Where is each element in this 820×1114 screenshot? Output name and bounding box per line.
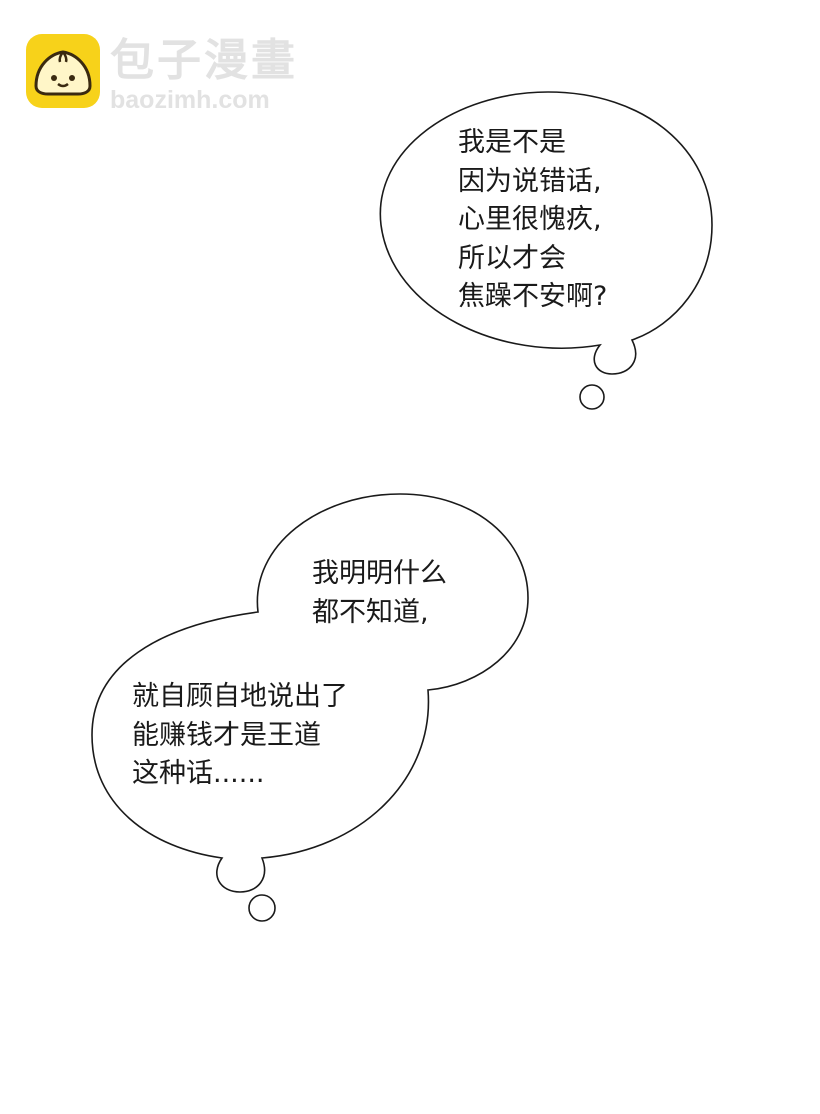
bubble-1-line-5: 焦躁不安啊? bbox=[458, 281, 608, 312]
bubble-1-line-3: 心里很愧疚, bbox=[458, 204, 602, 235]
bubble-1-text: 我是不是 因为说错话, 心里很愧疚, 所以才会 焦躁不安啊? bbox=[458, 124, 607, 317]
bubble-2-text: 我明明什么 都不知道, bbox=[312, 555, 447, 632]
bubble-3-line-3: 这种话...... bbox=[132, 758, 265, 789]
bubble-1-line-4: 所以才会 bbox=[458, 242, 566, 274]
steamed-bun-icon bbox=[26, 34, 100, 108]
watermark-brand-cn: 包子漫畫 bbox=[110, 35, 298, 86]
bubble-2-line-2: 都不知道, bbox=[312, 596, 429, 628]
bubble-3-text: 就自顾自地说出了 能赚钱才是王道 这种话...... bbox=[132, 678, 348, 794]
bubble-2-line-1: 我明明什么 bbox=[312, 558, 447, 589]
bubble-1-line-1: 我是不是 bbox=[458, 127, 566, 158]
watermark-brand-url: baozimh.com bbox=[110, 86, 270, 114]
bubble-3-line-2: 能赚钱才是王道 bbox=[132, 719, 321, 751]
watermark-logo: 包子漫畫 baozimh.com bbox=[24, 34, 324, 114]
bubble-3-line-1: 就自顾自地说出了 bbox=[132, 681, 348, 712]
bubble-2-shape bbox=[91, 493, 529, 922]
bubble-1-line-2: 因为说错话, bbox=[458, 165, 602, 197]
bubble-1-shape bbox=[379, 91, 713, 410]
